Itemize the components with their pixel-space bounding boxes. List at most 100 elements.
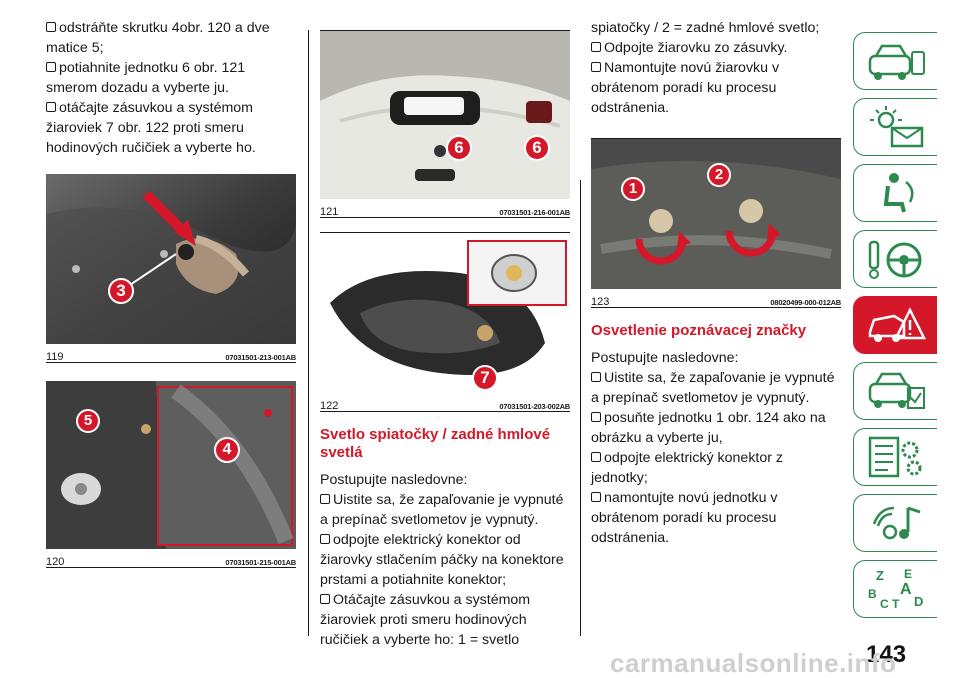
- column-left: odstráňte skrutku 4obr. 120 a dve matice…: [46, 18, 296, 568]
- checkbox-bullet-icon: [591, 62, 601, 72]
- bullet-item: namontujte novú jednotku v obrátenom por…: [591, 488, 841, 548]
- car-dashboard-icon: [868, 44, 925, 80]
- figure-119: 3 119 07031501-213-001AB: [46, 174, 296, 363]
- section-title: Svetlo spiatočky / zadné hmlové svetlá: [320, 426, 551, 461]
- checkbox-bullet-icon: [46, 22, 56, 32]
- index-letter: D: [914, 594, 923, 609]
- tab-warning-lights[interactable]: [853, 98, 937, 156]
- music-navigation-icon: [872, 506, 920, 540]
- intro-text: Postupujte nasledovne:: [320, 472, 468, 488]
- bullet-text: Uistite sa, že zapaľovanie je vypnuté a …: [591, 370, 835, 406]
- bullet-text: potiahnite jednotku 6 obr. 121 smerom do…: [46, 60, 246, 96]
- bullet-text: Uistite sa, že zapaľovanie je vypnuté a …: [320, 492, 564, 528]
- column-right: spiatočky / 2 = zadné hmlové svetlo; Odp…: [591, 18, 841, 548]
- figure-code: 07031501-215-001AB: [225, 558, 296, 567]
- figure-120-photo: 5 4: [46, 381, 296, 549]
- red-arrow: [142, 190, 190, 238]
- figure-120: 5 4 120 07031501-215-001AB: [46, 381, 296, 568]
- bullet-item: posuňte jednotku 1 obr. 124 ako na obráz…: [591, 408, 841, 448]
- figure-119-photo: 3: [46, 174, 296, 344]
- intro-text: Postupujte nasledovne:: [591, 350, 739, 366]
- figure-121: 6 6 121 07031501-216-001AB: [320, 30, 570, 218]
- steering-wheel-icon: [868, 240, 921, 279]
- checkbox-bullet-icon: [591, 452, 601, 462]
- bullet-text: namontujte novú jednotku v obrátenom por…: [591, 490, 778, 546]
- tab-emergency[interactable]: [853, 296, 937, 354]
- figure-caption: 122 07031501-203-002AB: [320, 393, 570, 412]
- bullet-item: odpojte elektrický konektor od žiarovky …: [320, 530, 570, 590]
- tab-multimedia[interactable]: [853, 494, 937, 552]
- tab-maintenance[interactable]: [853, 362, 937, 420]
- figure-caption: 121 07031501-216-001AB: [320, 199, 570, 218]
- bullet-text: otáčajte zásuvkou a systémom žiaroviek 7…: [46, 100, 256, 156]
- bullet-text: odpojte elektrický konektor z jednotky;: [591, 450, 784, 486]
- tab-technical-data[interactable]: [853, 428, 937, 486]
- figure-code: 07031501-216-001AB: [499, 208, 570, 217]
- bullet-item: Odpojte žiarovku zo zásuvky.: [591, 38, 841, 58]
- alphabet-index-icon: Z E A B C T D: [868, 567, 923, 611]
- callout-2: 2: [707, 163, 731, 187]
- callout-7: 7: [472, 365, 498, 391]
- figure-code: 07031501-203-002AB: [499, 402, 570, 411]
- bullet-item: Uistite sa, že zapaľovanie je vypnuté a …: [591, 368, 841, 408]
- figure-number: 120: [46, 556, 65, 568]
- callout-6: 6: [524, 135, 550, 161]
- index-letter: T: [892, 597, 900, 611]
- bullet-text: Otáčajte zásuvkou a systémom žiaroviek p…: [320, 592, 531, 648]
- checkbox-bullet-icon: [320, 534, 330, 544]
- bullet-item: potiahnite jednotku 6 obr. 121 smerom do…: [46, 58, 296, 98]
- figure-121-photo: 6 6: [320, 31, 570, 199]
- checkbox-bullet-icon: [591, 42, 601, 52]
- column-divider: [580, 180, 581, 636]
- bullet-text: odpojte elektrický konektor od žiarovky …: [320, 532, 564, 588]
- column-middle: 6 6 121 07031501-216-001AB 7 122 0703150…: [320, 30, 570, 650]
- page-number: 143: [866, 641, 907, 668]
- chapter-tabs: Z E A B C T D: [853, 32, 937, 626]
- bullet-item: Otáčajte zásuvkou a systémom žiaroviek p…: [320, 590, 570, 650]
- index-letter: C: [880, 597, 889, 611]
- checkbox-bullet-icon: [591, 412, 601, 422]
- figure-123-photo: 1 2: [591, 139, 841, 289]
- figure-123: 1 2 123 08020499-000-012AB: [591, 138, 841, 308]
- figure-122-photo: 7: [320, 233, 570, 393]
- tab-starting-driving[interactable]: [853, 230, 937, 288]
- figure-number: 122: [320, 400, 339, 412]
- car-warning-icon: [868, 307, 926, 342]
- bullet-item: otáčajte zásuvkou a systémom žiaroviek 7…: [46, 98, 296, 158]
- index-letter: B: [868, 587, 877, 601]
- figure-number: 121: [320, 206, 339, 218]
- bullet-text: odstráňte skrutku 4obr. 120 a dve matice…: [46, 20, 270, 56]
- callout-3: 3: [108, 278, 134, 304]
- watermark: carmanualsonline.info: [610, 648, 897, 678]
- callout-4: 4: [214, 437, 240, 463]
- tab-safety[interactable]: [853, 164, 937, 222]
- car-check-icon: [868, 372, 925, 409]
- bullet-text: Namontujte novú žiarovku v obrátenom por…: [591, 60, 780, 116]
- checkbox-bullet-icon: [46, 102, 56, 112]
- figure-number: 123: [591, 296, 610, 308]
- gear-list-icon: [868, 436, 921, 478]
- figure-caption: 119 07031501-213-001AB: [46, 344, 296, 363]
- bullet-text: Odpojte žiarovku zo zásuvky.: [604, 40, 788, 56]
- checkbox-bullet-icon: [320, 494, 330, 504]
- index-letter: A: [900, 581, 912, 598]
- callout-1: 1: [621, 177, 645, 201]
- column-divider: [308, 30, 309, 636]
- checkbox-bullet-icon: [46, 62, 56, 72]
- bullet-item: Uistite sa, že zapaľovanie je vypnuté a …: [320, 490, 570, 530]
- figure-number: 119: [46, 351, 64, 363]
- section-title: Osvetlenie poznávacej značky: [591, 322, 807, 339]
- bullet-item: Namontujte novú žiarovku v obrátenom por…: [591, 58, 841, 118]
- callout-6: 6: [446, 135, 472, 161]
- tab-index[interactable]: Z E A B C T D: [853, 560, 937, 618]
- warning-lights-icon: [869, 106, 923, 148]
- callout-5: 5: [76, 409, 100, 433]
- figure-caption: 120 07031501-215-001AB: [46, 549, 296, 568]
- checkbox-bullet-icon: [591, 372, 601, 382]
- bullet-text: posuňte jednotku 1 obr. 124 ako na obráz…: [591, 410, 826, 446]
- figure-caption: 123 08020499-000-012AB: [591, 289, 841, 308]
- continuation-text: spiatočky / 2 = zadné hmlové svetlo;: [591, 20, 820, 36]
- bullet-item: odstráňte skrutku 4obr. 120 a dve matice…: [46, 18, 296, 58]
- tab-dashboard[interactable]: [853, 32, 937, 90]
- index-letter: E: [904, 567, 912, 581]
